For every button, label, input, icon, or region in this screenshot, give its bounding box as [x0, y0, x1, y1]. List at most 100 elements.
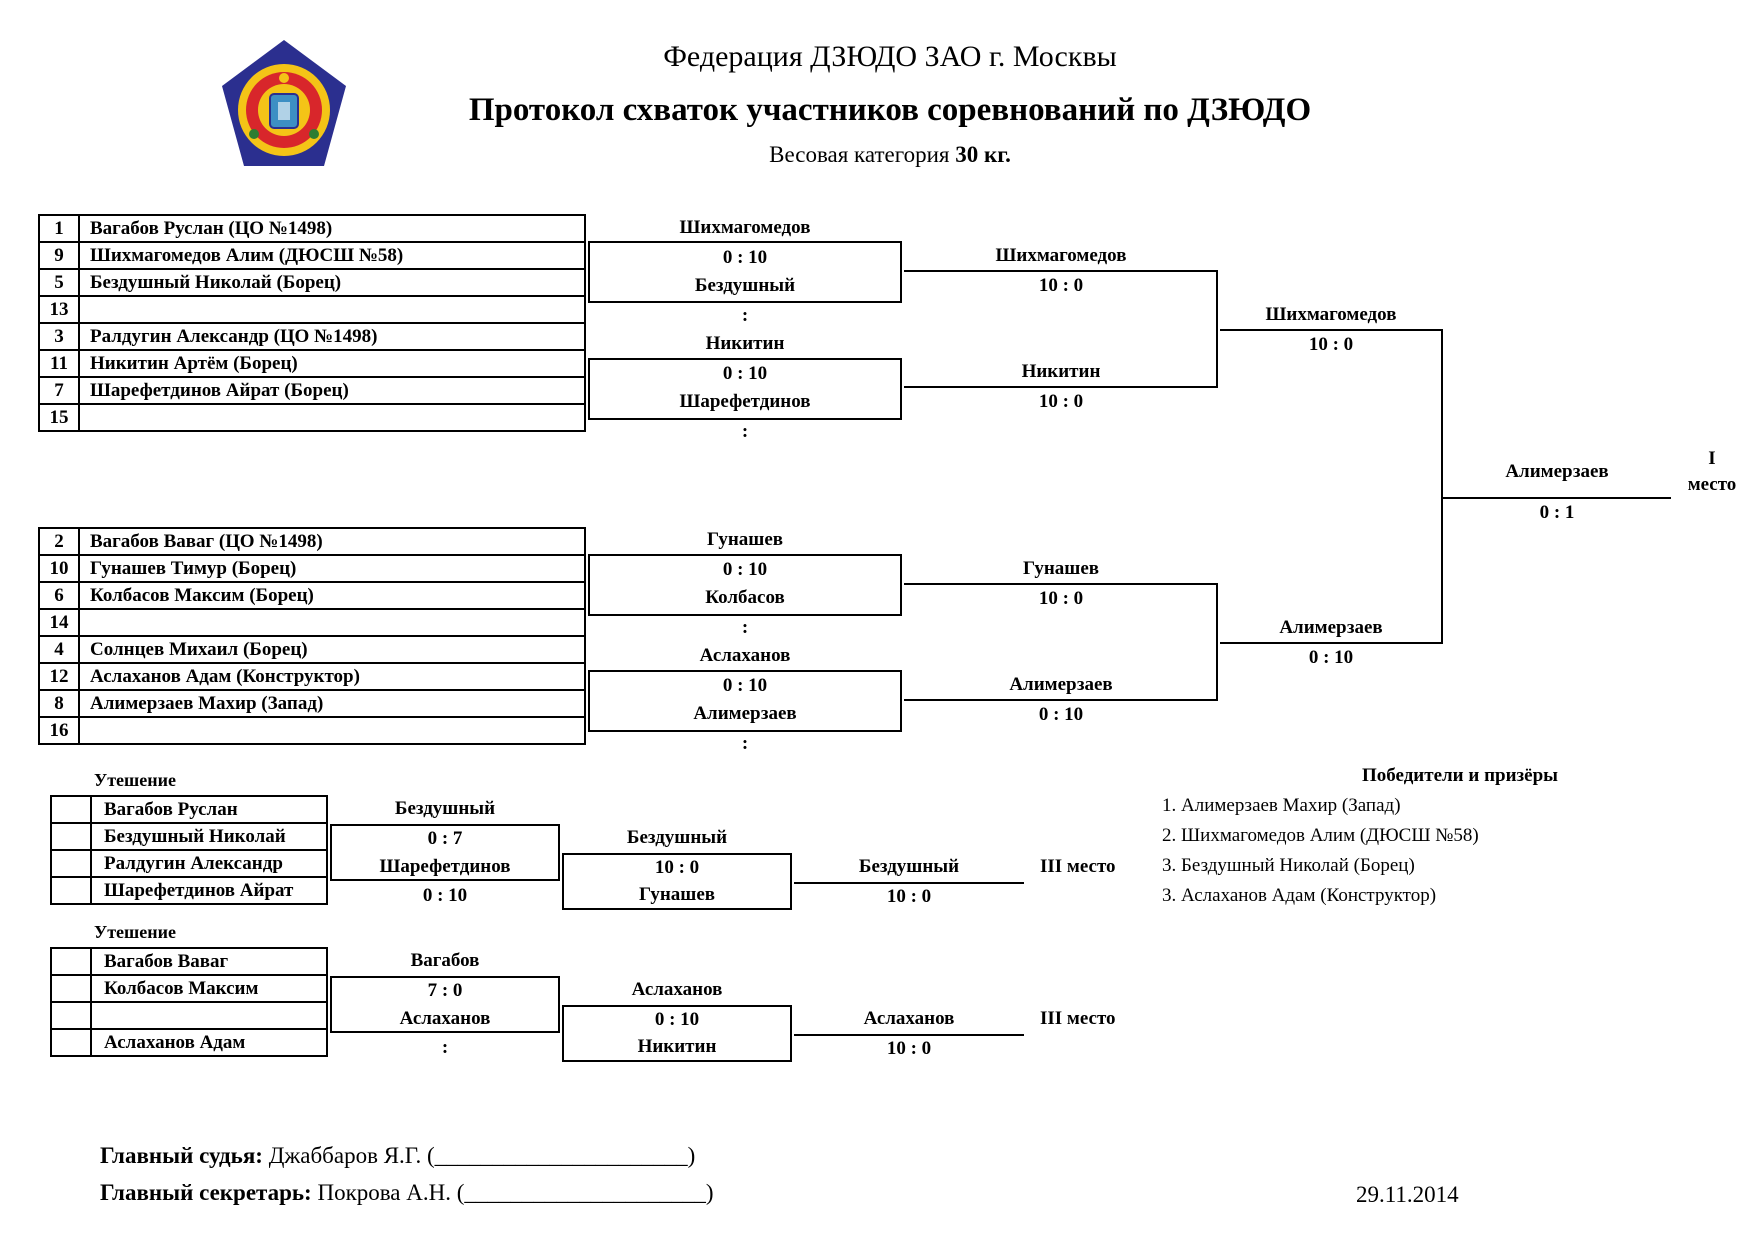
participant-number: 6 — [38, 581, 80, 610]
first-place-num: I — [1708, 448, 1716, 469]
r2b-winner: Гунашев — [1022, 558, 1100, 579]
bracket-box — [330, 976, 560, 1033]
consolation-name: Бездушный Николай — [90, 822, 328, 851]
r1a-bottom: Бездушный — [694, 275, 796, 296]
winner-line: 2. Шихмагомедов Алим (ДЮСШ №58) — [1162, 825, 1479, 846]
participant-name: Шихмагомедов Алим (ДЮСШ №58) — [78, 241, 586, 270]
bracket-line — [794, 882, 1024, 884]
semi-winner: Алимерзаев — [1279, 617, 1383, 638]
r2b-score: 0 : 10 — [1038, 704, 1084, 725]
participant-row: 15 — [38, 403, 586, 432]
participant-number: 5 — [38, 268, 80, 297]
c2-r1-top: Вагабов — [410, 950, 480, 971]
r2b-winner: Алимерзаев — [1009, 674, 1113, 695]
semi-score: 0 : 10 — [1308, 647, 1354, 668]
c2-r2-bottom: Никитин — [637, 1036, 717, 1057]
c2-r3-winner: Аслаханов — [863, 1008, 955, 1029]
bracket-box — [562, 1005, 792, 1062]
c1-r2-bottom: Гунашев — [638, 884, 716, 905]
r1b-score: 0 : 10 — [722, 559, 768, 580]
r1b-top: Гунашев — [706, 529, 784, 550]
c1-r3-score: 10 : 0 — [886, 886, 932, 907]
first-place-word: место — [1687, 474, 1737, 495]
c1-place: III место — [1040, 856, 1116, 877]
participant-name — [78, 608, 586, 637]
participant-name: Никитин Артём (Борец) — [78, 349, 586, 378]
participant-number: 12 — [38, 662, 80, 691]
bracket-line — [1441, 329, 1443, 644]
final-score: 0 : 1 — [1539, 502, 1575, 523]
federation-emblem-icon — [222, 40, 346, 166]
consolation-cell — [50, 849, 92, 878]
consolation-cell — [50, 795, 92, 824]
r2a-score: 10 : 0 — [1038, 275, 1084, 296]
consolation-name: Вагабов Ваваг — [90, 947, 328, 976]
c1-r3-winner: Бездушный — [858, 856, 960, 877]
participant-number: 4 — [38, 635, 80, 664]
winner-line: 3. Бездушный Николай (Борец) — [1162, 855, 1415, 876]
participant-number: 11 — [38, 349, 80, 378]
participant-number: 3 — [38, 322, 80, 351]
bracket-box — [562, 853, 792, 910]
r1a-top: Шихмагомедов — [679, 217, 811, 238]
bracket-line — [1220, 642, 1442, 644]
bracket-line — [1220, 329, 1442, 331]
consolation-name — [90, 1001, 328, 1030]
r2a-winner: Шихмагомедов — [995, 245, 1127, 266]
participant-name: Бездушный Николай (Борец) — [78, 268, 586, 297]
participant-number: 10 — [38, 554, 80, 583]
weight-category: Весовая категория 30 кг. — [769, 142, 1011, 167]
bracket-line — [794, 1034, 1024, 1036]
participant-row: 13 — [38, 295, 586, 324]
bracket-line — [1443, 497, 1671, 499]
r2b-score: 10 : 0 — [1038, 588, 1084, 609]
participant-name — [78, 295, 586, 324]
participant-name: Вагабов Ваваг (ЦО №1498) — [78, 527, 586, 556]
protocol-title: Протокол схваток участников соревнований… — [468, 92, 1312, 128]
participant-number: 13 — [38, 295, 80, 324]
participant-row: 16 — [38, 716, 586, 745]
participant-number: 1 — [38, 214, 80, 243]
consolation-cell — [50, 974, 92, 1003]
consolation-row: Шарефетдинов Айрат — [50, 876, 328, 905]
consolation-cell — [50, 1028, 92, 1057]
consolation-row: Аслаханов Адам — [50, 1028, 328, 1057]
r1a-score: 0 : 10 — [722, 363, 768, 384]
c1-r1-score: 0 : 7 — [427, 828, 463, 849]
participant-name: Аслаханов Адам (Конструктор) — [78, 662, 586, 691]
bracket-box — [904, 270, 1218, 388]
r1b-bottom: Алимерзаев — [693, 703, 797, 724]
c1-r1-top: Бездушный — [394, 798, 496, 819]
consolation-label: Утешение — [94, 922, 176, 942]
c2-place: III место — [1040, 1008, 1116, 1029]
bracket-box — [904, 583, 1218, 701]
participant-name: Шарефетдинов Айрат (Борец) — [78, 376, 586, 405]
consolation-label: Утешение — [94, 770, 176, 790]
bracket-box — [588, 670, 902, 732]
r1b-score2: : — [741, 733, 749, 754]
consolation-name: Аслаханов Адам — [90, 1028, 328, 1057]
chief-secretary: Главный секретарь: Покрова А.Н. (_______… — [100, 1180, 714, 1205]
winners-title: Победители и призёры — [1361, 765, 1559, 786]
r1a-bottom: Шарефетдинов — [679, 391, 811, 412]
r1a-score2: : — [741, 305, 749, 326]
participant-number: 7 — [38, 376, 80, 405]
r1b-bottom: Колбасов — [705, 587, 785, 608]
c1-r2-score: 10 : 0 — [654, 857, 700, 878]
r2a-score: 10 : 0 — [1038, 391, 1084, 412]
c1-r1-bottom: Шарефетдинов — [379, 856, 511, 877]
chief-judge: Главный судья: Джаббаров Я.Г. (_________… — [100, 1143, 696, 1168]
participant-name — [78, 716, 586, 745]
participant-name: Колбасов Максим (Борец) — [78, 581, 586, 610]
participant-name: Ралдугин Александр (ЦО №1498) — [78, 322, 586, 351]
bracket-box — [330, 824, 560, 881]
participant-number: 9 — [38, 241, 80, 270]
